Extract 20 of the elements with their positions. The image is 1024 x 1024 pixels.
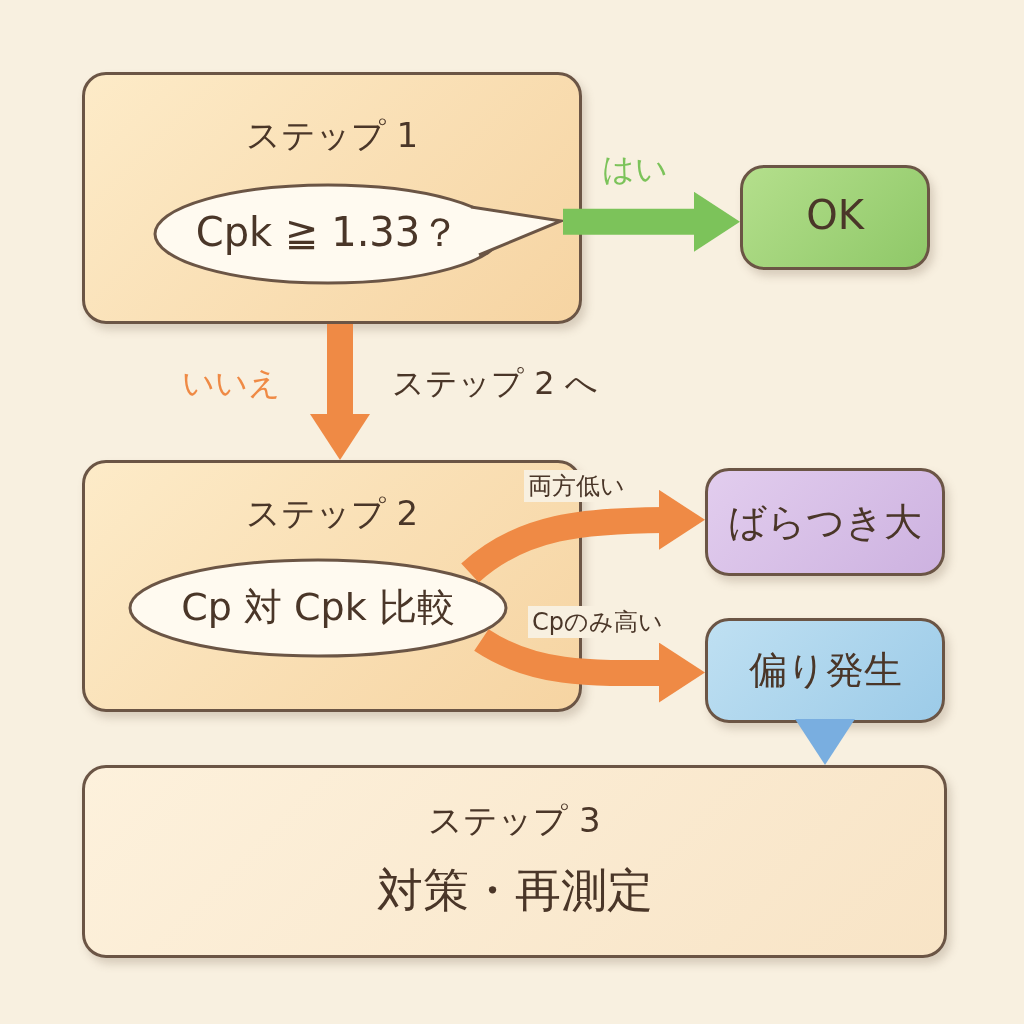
comparison-text: Cp 対 Cpk 比較: [180, 584, 456, 631]
step-box: [82, 765, 947, 958]
result-box: [740, 165, 930, 270]
result-text: OK: [805, 192, 866, 238]
arrow: [563, 191, 740, 252]
step-box: [82, 72, 582, 324]
result-text: ばらつき大: [727, 499, 923, 546]
step-heading: ステップ 2: [244, 492, 420, 535]
step-text: 対策・再測定: [375, 862, 654, 919]
arrow: [474, 628, 706, 703]
decision-ellipse: [128, 558, 508, 658]
step-heading: ステップ 1: [244, 114, 420, 157]
result-box: [705, 468, 945, 576]
arrow: [795, 719, 855, 765]
speech-bubble: [153, 183, 563, 285]
question-text: Cpk ≧ 1.33？: [194, 208, 462, 257]
result-box: [705, 618, 945, 723]
result-text: 偏り発生: [747, 647, 903, 694]
step-heading: ステップ 3: [427, 799, 602, 842]
arrow: [310, 324, 370, 460]
